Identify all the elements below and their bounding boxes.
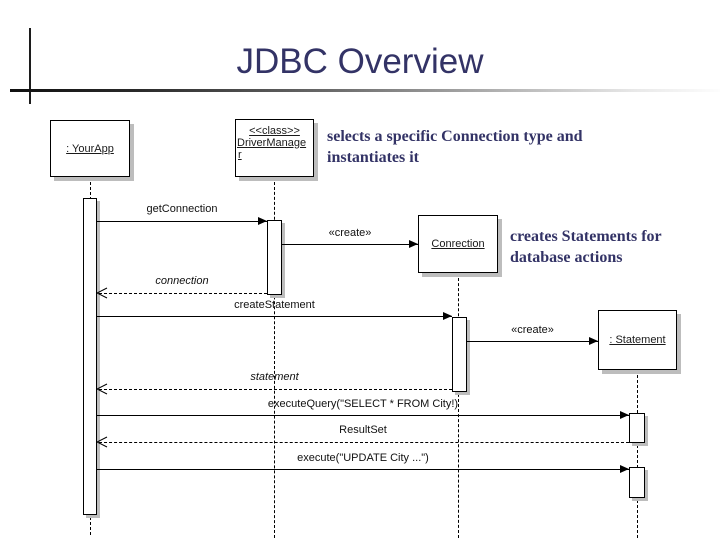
- object-box-statement: : Statement: [598, 310, 677, 370]
- object-box-connection: Conrection: [418, 215, 498, 273]
- lifeline-connection: [458, 273, 459, 538]
- page-title: JDBC Overview: [236, 42, 484, 81]
- arrowhead-open-icon: [96, 383, 108, 395]
- annotation-line: database actions: [510, 249, 623, 266]
- object-label-drivermanager-name: DriverManage: [237, 137, 307, 149]
- arrowhead-solid-icon: [620, 411, 629, 419]
- message-label-getconnection: getConnection: [146, 203, 218, 215]
- message-label-create-connection: «create»: [328, 227, 372, 239]
- message-line-execute-update: [97, 469, 629, 470]
- lifeline-statement: [637, 370, 638, 538]
- header-rule: [10, 89, 720, 92]
- message-label-statement-return: statement: [250, 371, 299, 383]
- message-line-getconnection: [97, 221, 267, 222]
- activation-bar-statement-2: [629, 467, 645, 498]
- message-line-createstatement: [97, 316, 452, 317]
- object-label-yourapp: : YourApp: [66, 142, 114, 155]
- lifeline-drivermanager: [274, 177, 275, 538]
- message-label-resultset: ResultSet: [339, 424, 387, 436]
- object-label-drivermanager-stereotype: <<class>>: [249, 125, 300, 137]
- message-line-create-statement: [467, 341, 598, 342]
- message-label-create-statement: «create»: [511, 324, 554, 336]
- object-label-drivermanager-wrap: r: [238, 149, 242, 161]
- arrowhead-solid-icon: [258, 217, 267, 225]
- arrowhead-open-icon: [96, 287, 108, 299]
- arrowhead-solid-icon: [589, 337, 598, 345]
- annotation-line: creates Statements for: [510, 228, 662, 245]
- arrowhead-open-icon: [96, 436, 108, 448]
- header-tick-line: [29, 28, 31, 104]
- activation-bar-drivermanager: [267, 220, 282, 295]
- activation-bar-connection: [452, 317, 467, 392]
- message-line-resultset: [99, 442, 629, 443]
- message-line-statement-return: [99, 389, 452, 390]
- activation-bar-yourapp: [83, 198, 97, 515]
- message-label-executequery: executeQuery("SELECT * FROM City!): [267, 398, 459, 410]
- message-line-executequery: [97, 415, 629, 416]
- activation-bar-statement-1: [629, 413, 645, 443]
- object-label-connection: Conrection: [431, 238, 485, 250]
- message-label-execute-update: execute("UPDATE City ..."): [297, 452, 429, 464]
- arrowhead-solid-icon: [409, 240, 418, 248]
- annotation-statement-note: creates Statements for database actions: [510, 226, 720, 268]
- arrowhead-solid-icon: [443, 312, 452, 320]
- message-label-connection-return: connection: [155, 275, 209, 287]
- object-box-drivermanager: <<class>> DriverManage r: [235, 119, 314, 177]
- object-label-statement: : Statement: [609, 334, 666, 346]
- annotation-connection-note: selects a specific Connection type and i…: [327, 126, 627, 168]
- annotation-line: selects a specific Connection type and: [327, 128, 583, 145]
- message-label-createstatement: createStatement: [234, 299, 315, 311]
- arrowhead-solid-icon: [620, 465, 629, 473]
- message-line-create-connection: [282, 244, 418, 245]
- annotation-line: instantiates it: [327, 149, 419, 166]
- message-line-connection-return: [99, 293, 267, 294]
- object-box-yourapp: : YourApp: [50, 120, 130, 177]
